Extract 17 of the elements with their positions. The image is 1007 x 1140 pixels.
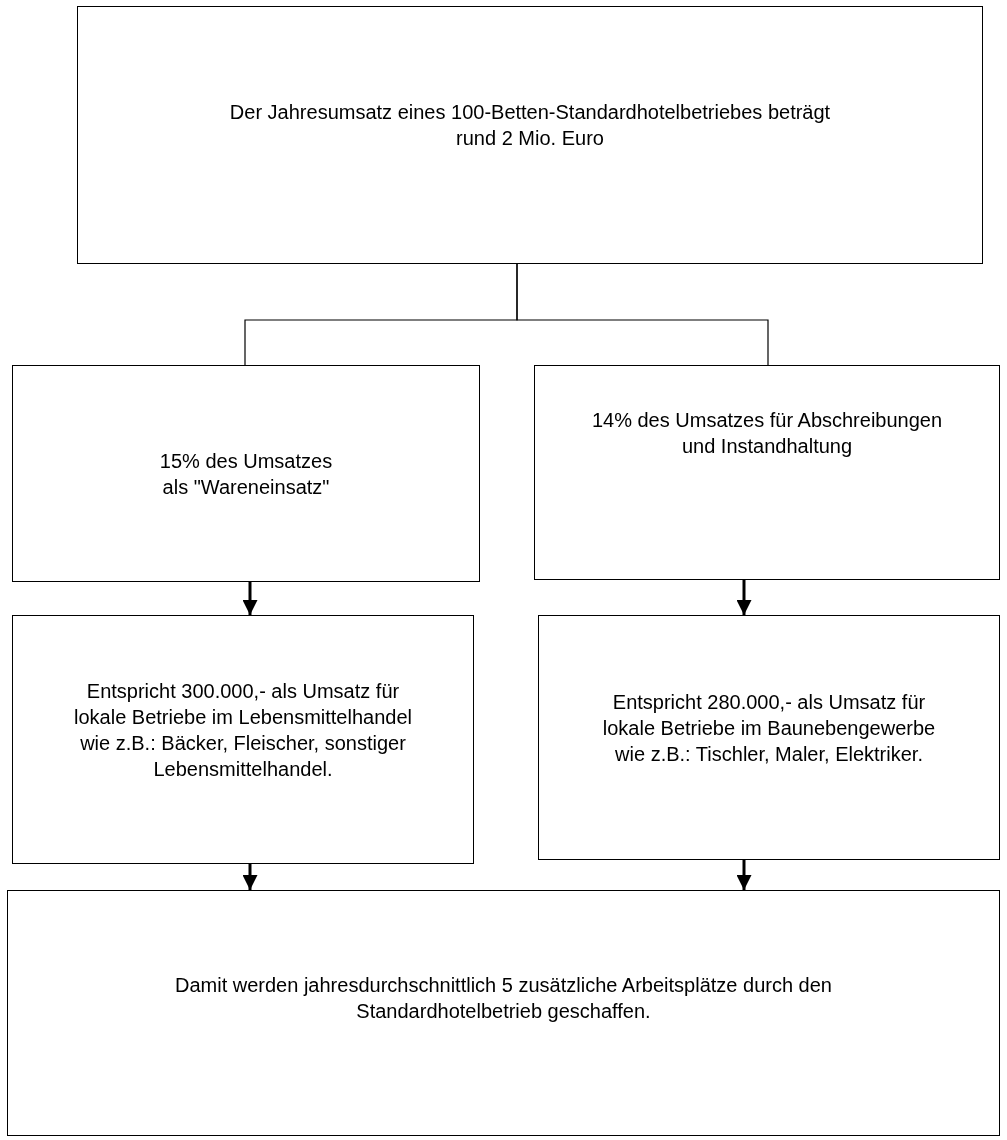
process-box xyxy=(12,365,480,582)
process-box xyxy=(534,365,1000,580)
process-box xyxy=(77,6,983,264)
process-box xyxy=(12,615,474,864)
arrow xyxy=(736,580,752,615)
process-box xyxy=(538,615,1000,860)
box-text: Der Jahresumsatz eines 100-Betten-Standardhotelbetriebes beträgt rund 2 Mio. Euro xyxy=(228,100,832,151)
process-box xyxy=(7,890,1000,1136)
arrow xyxy=(242,582,258,615)
box-text: Damit werden jahresdurchschnittlich 5 zusätzliche Arbeitsplätze durch den Standardhotelbetrieb geschaffen. xyxy=(174,973,833,1024)
box-text: 14% des Umsatzes für Abschreibungen und Instandhaltung xyxy=(590,407,944,459)
connector-line xyxy=(516,263,769,366)
box-text: 15% des Umsatzes als "Wareneinsatz" xyxy=(158,448,334,500)
arrow xyxy=(242,864,258,890)
arrow xyxy=(736,860,752,890)
box-text: Entspricht 280.000,- als Umsatz für lokale Betriebe im Baunebengewerbe wie z.B.: Tischler, Maler, Elektriker. xyxy=(601,689,937,767)
box-text: Entspricht 300.000,- als Umsatz für lokale Betriebe im Lebensmittelhandel wie z.B.: Bäcker, Fleischer, sonstiger Lebensmittelhandel. xyxy=(73,678,413,782)
